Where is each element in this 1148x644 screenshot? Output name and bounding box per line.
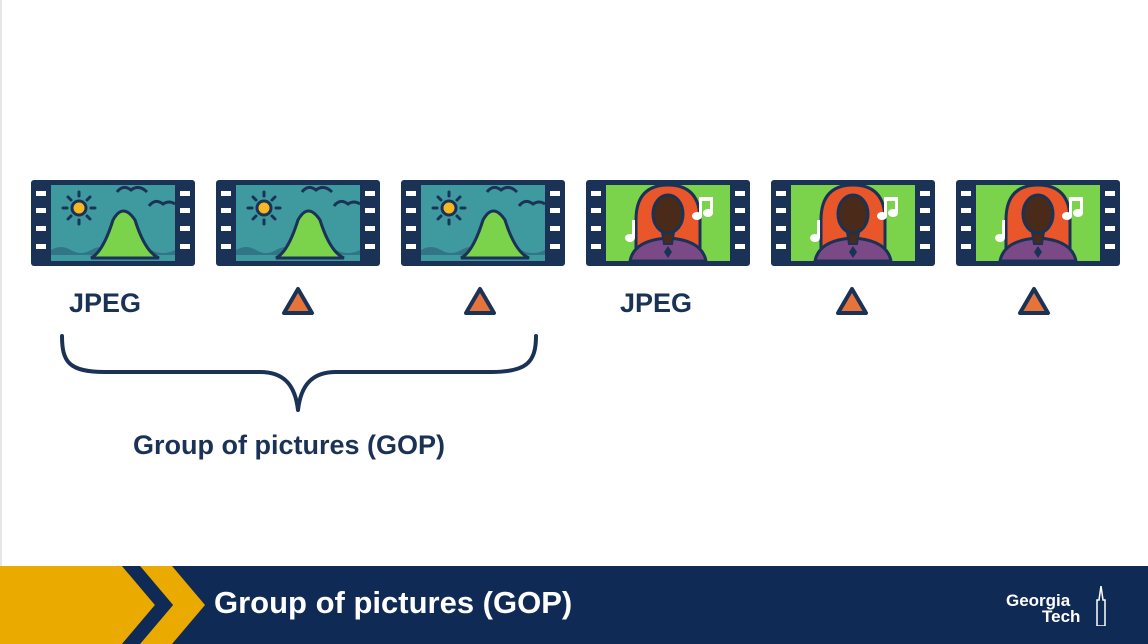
chevron-decoration-icon — [0, 566, 205, 644]
frame-label-jpeg-2: JPEG — [620, 288, 693, 318]
film-frame-portrait-2 — [771, 180, 935, 266]
delta-icon — [836, 287, 868, 315]
georgia-tech-logo: Georgia Tech — [1006, 586, 1116, 630]
logo-line-1: Georgia — [1006, 591, 1071, 610]
film-frame-landscape-2 — [216, 180, 380, 266]
delta-icon — [464, 287, 496, 315]
film-frame-portrait-1 — [586, 180, 750, 266]
slide-edge — [0, 0, 2, 566]
film-portrait-music-icon — [956, 180, 1120, 266]
footer-banner: Group of pictures (GOP) Georgia Tech — [0, 566, 1148, 644]
film-portrait-music-icon — [586, 180, 750, 266]
film-frame-portrait-3 — [956, 180, 1120, 266]
gop-caption: Group of pictures (GOP) — [133, 430, 446, 460]
film-frame-landscape-1 — [31, 180, 195, 266]
logo-line-2: Tech — [1042, 607, 1081, 626]
frame-label-jpeg-1: JPEG — [69, 288, 142, 318]
tower-icon — [1096, 586, 1106, 626]
gop-brace — [60, 334, 538, 412]
slide-title: Group of pictures (GOP) — [214, 585, 573, 620]
film-landscape-icon — [216, 180, 380, 266]
delta-icon — [1018, 287, 1050, 315]
film-landscape-icon — [31, 180, 195, 266]
film-portrait-music-icon — [771, 180, 935, 266]
frame-sequence — [31, 180, 1120, 266]
film-frame-landscape-3 — [401, 180, 565, 266]
delta-icon — [282, 287, 314, 315]
film-landscape-icon — [401, 180, 565, 266]
